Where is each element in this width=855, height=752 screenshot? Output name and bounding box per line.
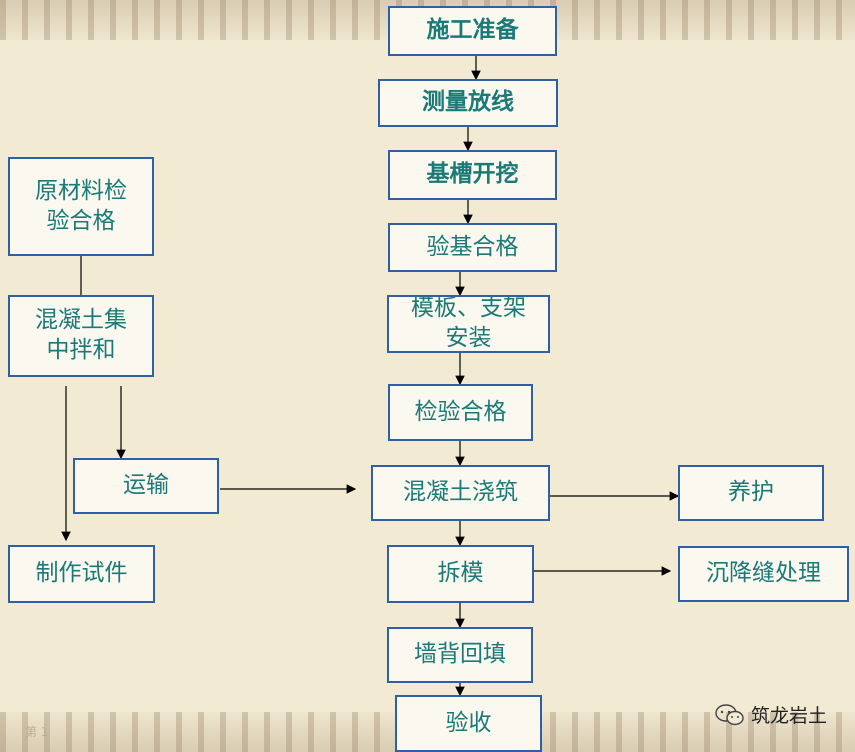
brand-name: 筑龙岩土 [750,705,827,727]
node-transport: 运输 [73,458,219,514]
brand-watermark: 筑龙岩土 [715,701,827,728]
footer-page-hint: 第 1 [25,725,49,739]
node-concrete-pour: 混凝土浇筑 [371,465,550,521]
node-settlement-joint: 沉降缝处理 [678,546,849,602]
node-curing: 养护 [678,465,824,521]
node-inspection-pass: 检验合格 [388,384,533,441]
node-make-specimens: 制作试件 [8,545,155,603]
node-foundation-check: 验基合格 [388,223,557,272]
node-concrete-mixing: 混凝土集中拌和 [8,295,154,377]
node-demold: 拆模 [387,545,534,603]
node-acceptance: 验收 [395,695,542,752]
node-survey-layout: 测量放线 [378,79,558,127]
node-materials-check: 原材料检验合格 [8,157,154,256]
node-trench-excavation: 基槽开挖 [388,150,557,200]
node-formwork-install: 模板、支架安装 [387,295,550,353]
node-construction-prep: 施工准备 [388,6,557,56]
wechat-icon [715,703,744,725]
node-wall-backfill: 墙背回填 [387,627,533,683]
